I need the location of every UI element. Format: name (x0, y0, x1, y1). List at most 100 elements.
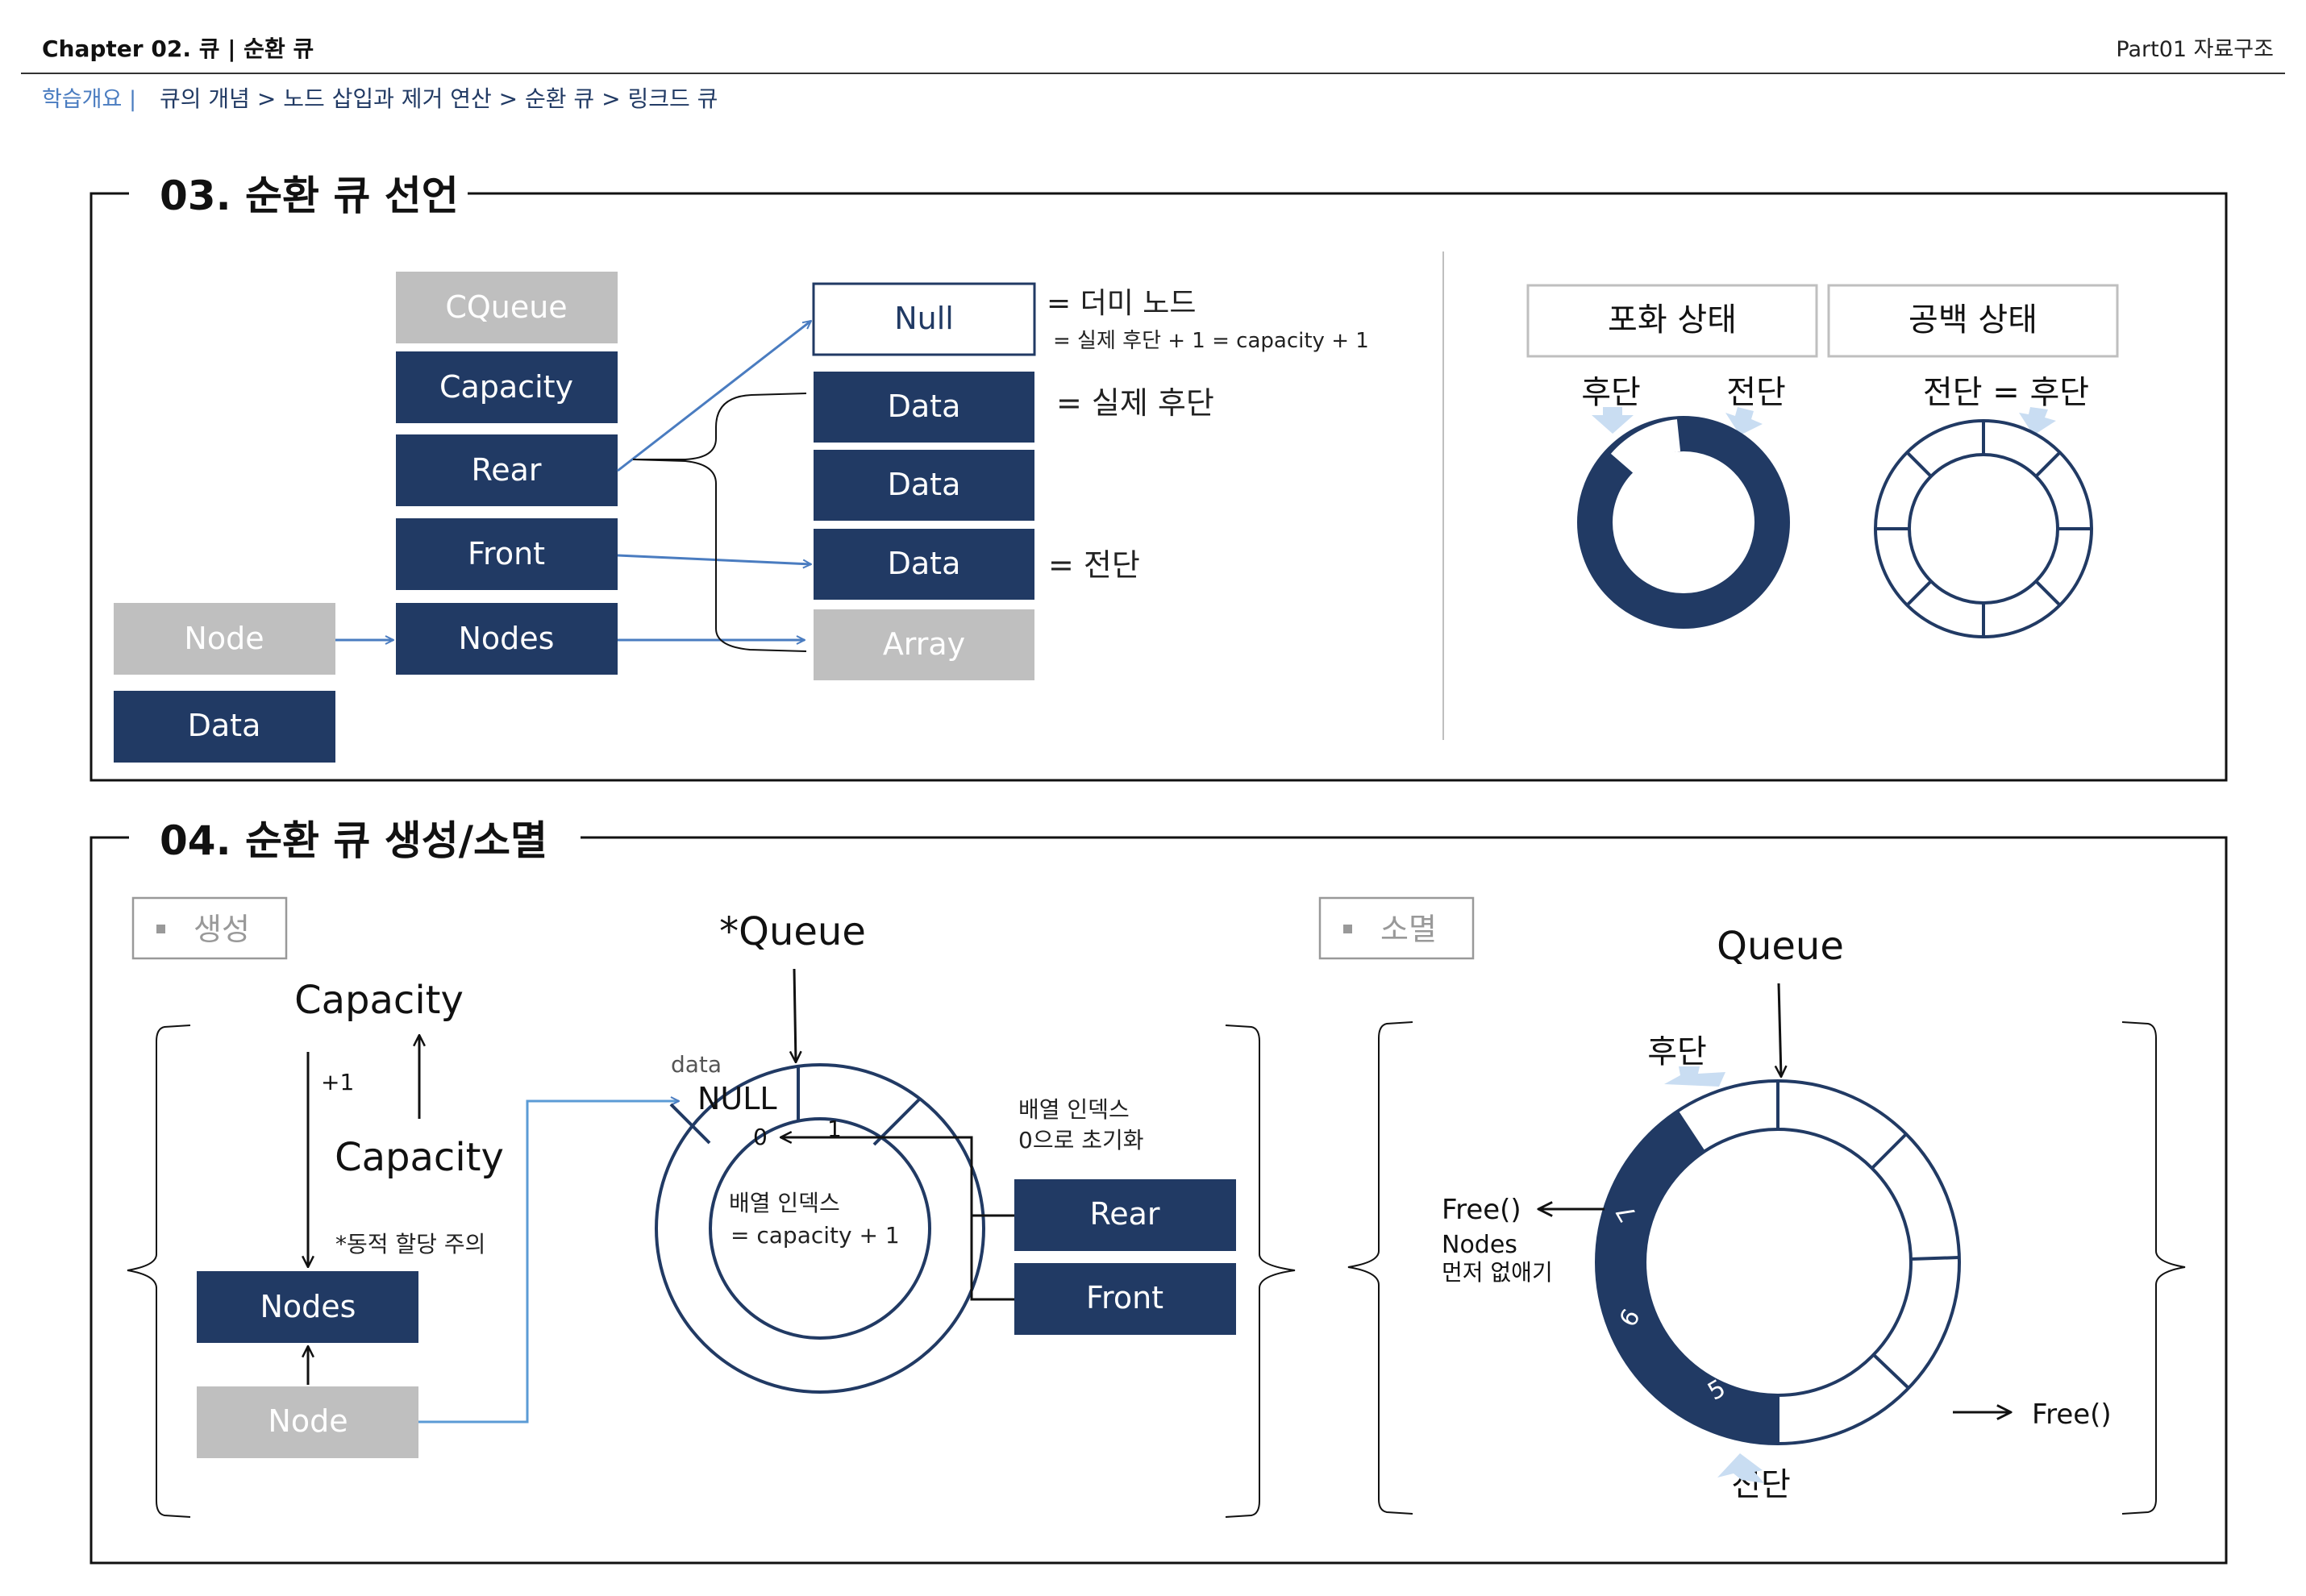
plus-one-label: +1 (321, 1069, 354, 1095)
create-tag-label: 생성 (194, 912, 250, 947)
data-label-2: Data (888, 467, 961, 502)
section-03: 03. 순환 큐 선언 CQueue Capacity Rear Front N… (89, 165, 2228, 782)
null-note-1: = 더미 노드 (1047, 287, 1197, 320)
destroy-queue-arrow (1779, 983, 1781, 1077)
create-tag-bullet (156, 925, 165, 933)
create-front-label: Front (1086, 1280, 1163, 1315)
null-note-2: = 실제 후단 + 1 = capacity + 1 (1053, 329, 1369, 353)
free-label-2: Free() (2032, 1399, 2112, 1431)
cqueue-box (396, 272, 618, 343)
destroy-tag-label: 소멸 (1380, 912, 1437, 947)
front-label: Front (468, 536, 545, 571)
nodes-box (396, 603, 618, 675)
breadcrumb-label: 학습개요 | (42, 87, 136, 112)
nodes-label: Nodes (459, 621, 555, 656)
create-ring-inner (709, 1117, 931, 1340)
rear-box (396, 434, 618, 506)
rear-front-bracket (885, 1136, 1014, 1301)
capacity-mid-label: Capacity (335, 1135, 504, 1180)
queue-pointer-arrow (794, 968, 796, 1062)
array-box (814, 609, 1034, 680)
destroy-rear-pointer (1664, 1066, 1725, 1087)
destroy-ring-filled (1596, 1111, 1778, 1444)
data-box-2 (814, 450, 1034, 521)
alloc-note: *동적 할당 주의 (335, 1231, 485, 1257)
empty-title: 공백 상태 (1908, 301, 2038, 339)
rear-brace (632, 393, 807, 652)
ring-note-2: = capacity + 1 (731, 1222, 900, 1249)
data-box-3 (814, 529, 1034, 600)
create-front-box (1014, 1263, 1236, 1335)
create-left-brace (127, 1025, 191, 1518)
create-node-label: Node (268, 1403, 348, 1439)
data-label-3: Data (888, 546, 961, 581)
rear-to-null-arrow (617, 321, 811, 472)
section-04-title: 04. 순환 큐 생성/소멸 (160, 817, 547, 864)
rear-note: = 실제 후단 (1056, 385, 1214, 421)
capacity-top-label: Capacity (294, 978, 464, 1023)
empty-ring-dividers (1875, 421, 2092, 637)
data-label-1: Data (888, 389, 961, 424)
create-nodes-label: Nodes (260, 1289, 356, 1324)
full-ring (1577, 416, 1790, 629)
node-label: Node (184, 621, 264, 656)
empty-title-box (1827, 284, 2119, 358)
section-04-frame (89, 836, 2228, 1565)
rear-label: Rear (472, 452, 542, 488)
create-right-brace (1225, 1025, 1296, 1518)
empty-ring-inner (1908, 453, 2059, 605)
full-front-label: 전단 (1726, 374, 1786, 411)
capacity-box (396, 351, 618, 423)
null-label: Null (894, 301, 954, 336)
data-label: Data (188, 708, 261, 743)
create-rear-label: Rear (1090, 1196, 1160, 1232)
front-box (396, 518, 618, 590)
front-note: = 전단 (1048, 547, 1140, 583)
init-note-1: 배열 인덱스 (1018, 1096, 1130, 1123)
full-rear-label: 후단 (1581, 374, 1641, 411)
destroy-tag-bullet (1343, 925, 1352, 933)
array-label: Array (883, 626, 965, 662)
full-rear-pointer (1592, 407, 1634, 434)
empty-ring-label: 전단 = 후단 (1923, 374, 2089, 411)
index-0-label: 0 (753, 1124, 768, 1150)
destroy-queue-label: Queue (1717, 924, 1844, 969)
index-1-label: 1 (827, 1116, 842, 1142)
full-title-box (1526, 284, 1818, 358)
destroy-right-brace (2121, 1021, 2186, 1515)
data-box (114, 691, 335, 763)
destroy-ring-inner (1643, 1128, 1913, 1397)
ring-note-1: 배열 인덱스 (729, 1190, 840, 1216)
full-front-pointer (1725, 407, 1763, 435)
section-03-title: 03. 순환 큐 선언 (160, 172, 459, 219)
create-nodes-box (197, 1271, 418, 1343)
breadcrumb[interactable]: 큐의 개념 > 노드 삽입과 제거 연산 > 순환 큐 > 링크드 큐 (160, 85, 718, 112)
front-to-data-arrow (617, 554, 811, 564)
create-rear-box (1014, 1179, 1236, 1251)
destroy-front-pointer (1717, 1453, 1764, 1483)
empty-pointer (2019, 407, 2056, 435)
create-ring-outer (655, 1063, 985, 1394)
data-slot-label: data (671, 1051, 722, 1078)
node-to-ring-arrow (418, 1101, 679, 1424)
free-label-1: Free() (1442, 1194, 1521, 1226)
queue-pointer-label: *Queue (719, 909, 866, 954)
data-box-1 (814, 372, 1034, 443)
destroy-left-brace (1347, 1021, 1413, 1515)
create-node-box (197, 1386, 418, 1458)
node-box (114, 603, 335, 675)
part-title: Part01 자료구조 (2116, 37, 2274, 62)
full-ring-empty-slot (1610, 419, 1681, 476)
section-03-frame (89, 192, 2228, 782)
section-04: 04. 순환 큐 생성/소멸 생성 소멸 Capacity +1 Capacit… (89, 809, 2228, 1565)
cqueue-label: CQueue (445, 289, 567, 325)
free-note-1: Nodes (1442, 1231, 1517, 1259)
null-box (812, 282, 1036, 356)
null-slot-label: NULL (697, 1081, 777, 1116)
chapter-title: Chapter 02. 큐 | 순환 큐 (42, 35, 314, 62)
destroy-rear-label: 후단 (1647, 1033, 1707, 1070)
free-note-2: 먼저 없애기 (1442, 1259, 1553, 1286)
destroy-ring-dividers (1675, 1081, 1960, 1444)
full-title: 포화 상태 (1608, 301, 1737, 339)
